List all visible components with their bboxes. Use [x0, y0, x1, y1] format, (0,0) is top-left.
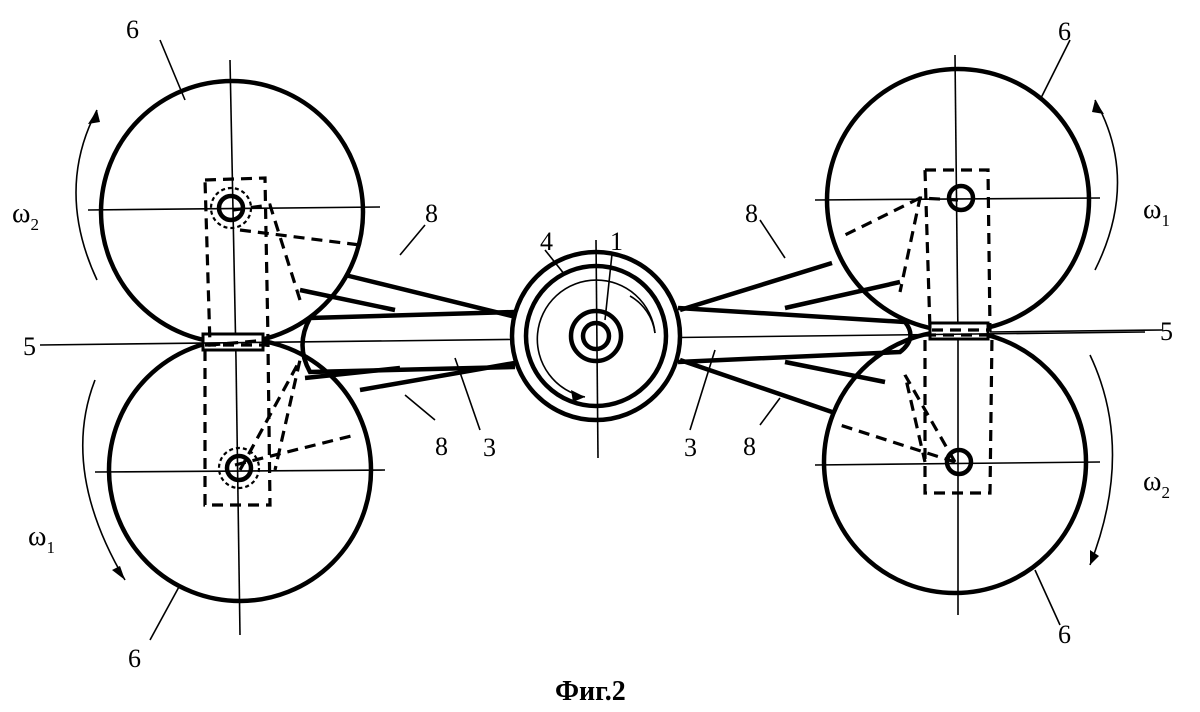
label-rotor-tl: 6: [126, 15, 139, 44]
arrowhead-icon: [1092, 100, 1104, 114]
central-hub: [509, 239, 683, 459]
label-hub: 4: [540, 227, 553, 256]
label-beam-left: 3: [483, 433, 496, 462]
label-strut-ur: 8: [745, 199, 758, 228]
label-strut-ul: 8: [425, 199, 438, 228]
part-labels: 6 6 6 6 5 5 8 8 8 8 3 3 4 1: [23, 15, 1173, 673]
label-rotor-br: 6: [1058, 620, 1071, 649]
hub-rotation-arrowhead: [571, 390, 585, 402]
arrowhead-icon: [88, 110, 100, 124]
omega-2-left: ω2: [12, 198, 39, 234]
omega-labels: ω2 ω1 ω1 ω2: [12, 194, 1170, 557]
rotor-hubs: [209, 183, 976, 490]
label-joint-left: 5: [23, 332, 36, 361]
label-rotor-bl: 6: [128, 644, 141, 673]
beams: [300, 305, 913, 375]
arrowhead-icon: [112, 566, 125, 580]
label-shaft: 1: [610, 227, 623, 256]
rotation-arrows: [75, 99, 1119, 581]
label-joint-right: 5: [1160, 317, 1173, 346]
label-rotor-tr: 6: [1058, 17, 1071, 46]
rotor-centerlines: [87, 54, 1101, 636]
arrowhead-icon: [1090, 550, 1099, 565]
leader-lines: [149, 39, 1163, 641]
omega-1-right: ω1: [1143, 194, 1170, 230]
omega-2-right: ω2: [1143, 466, 1170, 502]
label-beam-right: 3: [684, 433, 697, 462]
label-strut-lr: 8: [743, 432, 756, 461]
label-strut-ll: 8: [435, 432, 448, 461]
figure-caption: Фиг.2: [555, 676, 626, 707]
hidden-mechanisms: [203, 168, 994, 507]
omega-1-left: ω1: [28, 521, 55, 557]
hub-rotation-arrow: [536, 279, 656, 398]
